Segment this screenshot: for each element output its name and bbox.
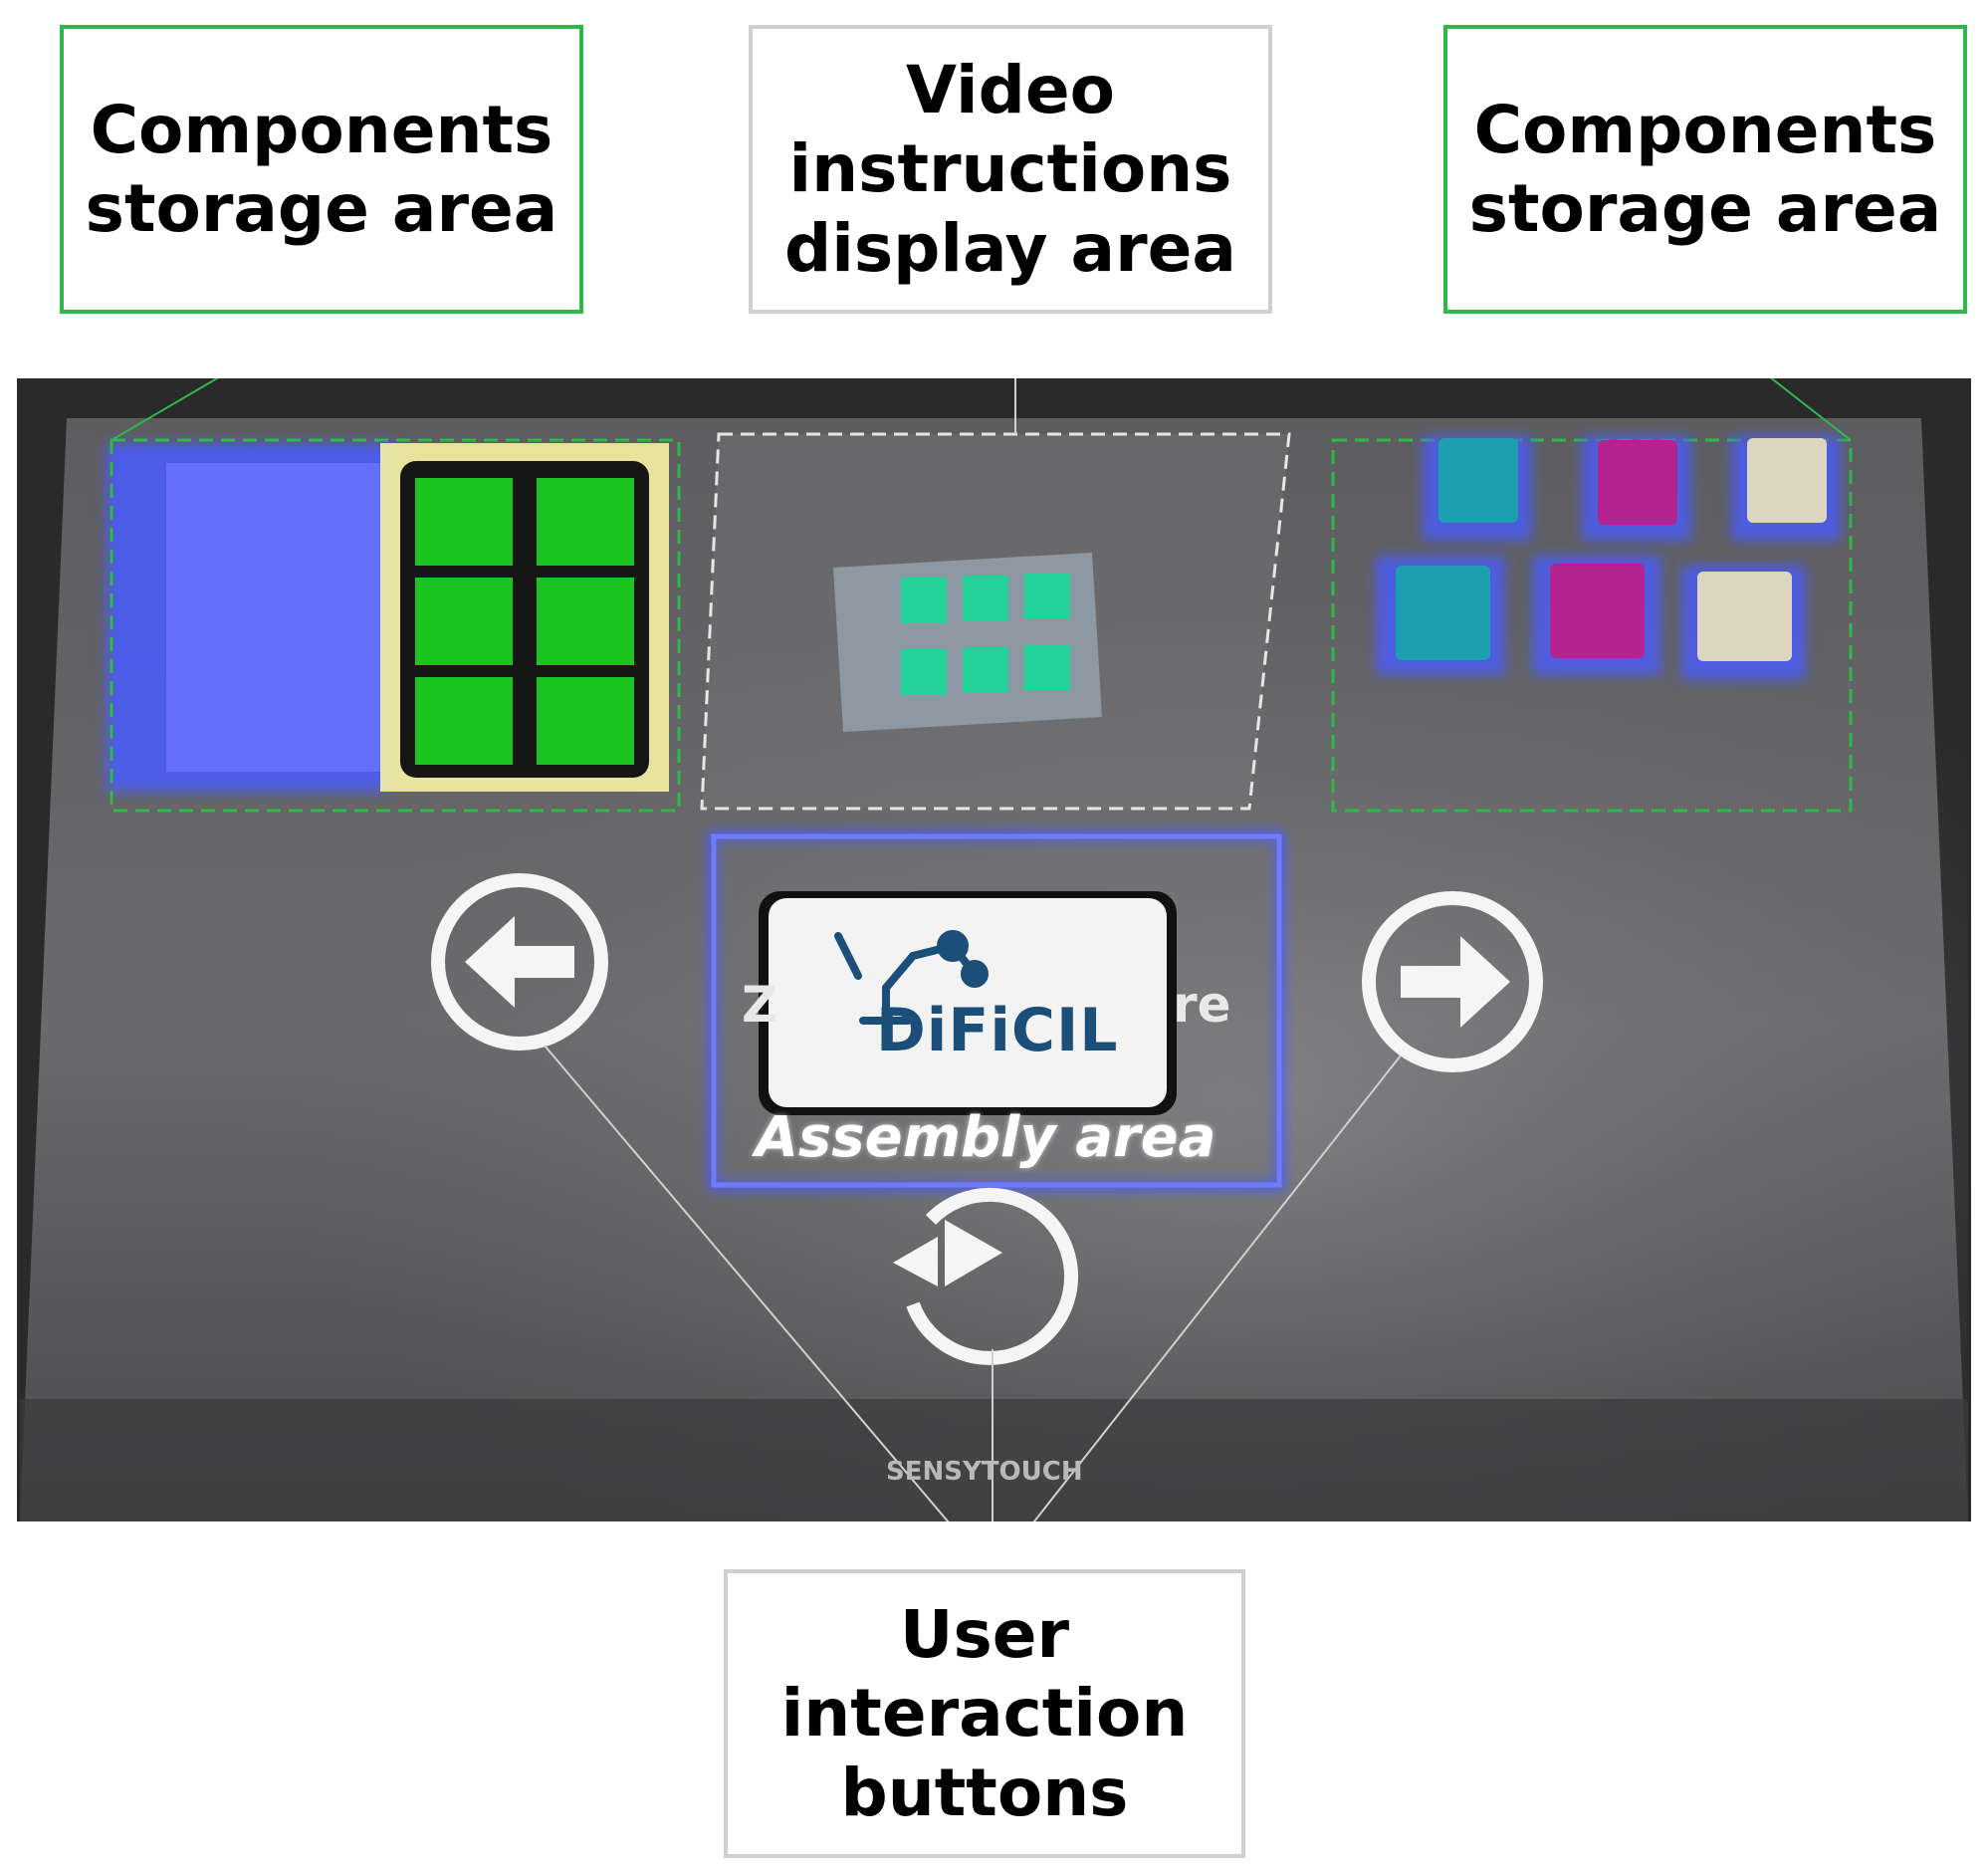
video-area-dashed — [700, 432, 1291, 811]
table-lower-band — [20, 1399, 1968, 1521]
replay-play-icon — [893, 1187, 1079, 1365]
screen-text-left: Z — [742, 976, 778, 1034]
right-component-bins — [1376, 436, 1841, 680]
pcb-cells — [415, 478, 634, 765]
video-fixture-model — [833, 553, 1102, 732]
pcb-cell — [537, 677, 634, 765]
pcb-cell — [537, 478, 634, 566]
logo-tile — [769, 898, 1167, 1107]
callout-components-storage-left: Components storage area — [60, 25, 583, 314]
brand-text: SENSYTOUCH — [886, 1457, 1083, 1487]
logo-text: DiFiCIL — [876, 996, 1119, 1065]
workstation-photo — [17, 378, 1971, 1521]
arrow-right-circle-icon — [1362, 891, 1543, 1072]
arrow-left-circle-icon — [431, 873, 608, 1051]
blue-panel-inner — [166, 463, 380, 772]
assembly-area-label: Assembly area — [755, 1105, 1216, 1170]
left-storage-outline — [110, 438, 681, 813]
robot-arm-logo-icon — [834, 930, 989, 1025]
pcb-cell — [415, 677, 513, 765]
callout-video-instructions: Video instructions display area — [749, 25, 1272, 314]
pcb-cell — [537, 578, 634, 665]
right-storage-outline — [1331, 438, 1853, 813]
pcb-cell — [415, 478, 513, 566]
callout-user-interaction-buttons: User interaction buttons — [724, 1569, 1245, 1858]
screen-text-right: re — [1173, 976, 1231, 1034]
connector-lines — [110, 378, 1852, 1521]
callout-components-storage-right: Components storage area — [1443, 25, 1967, 314]
pcb-cell — [415, 578, 513, 665]
